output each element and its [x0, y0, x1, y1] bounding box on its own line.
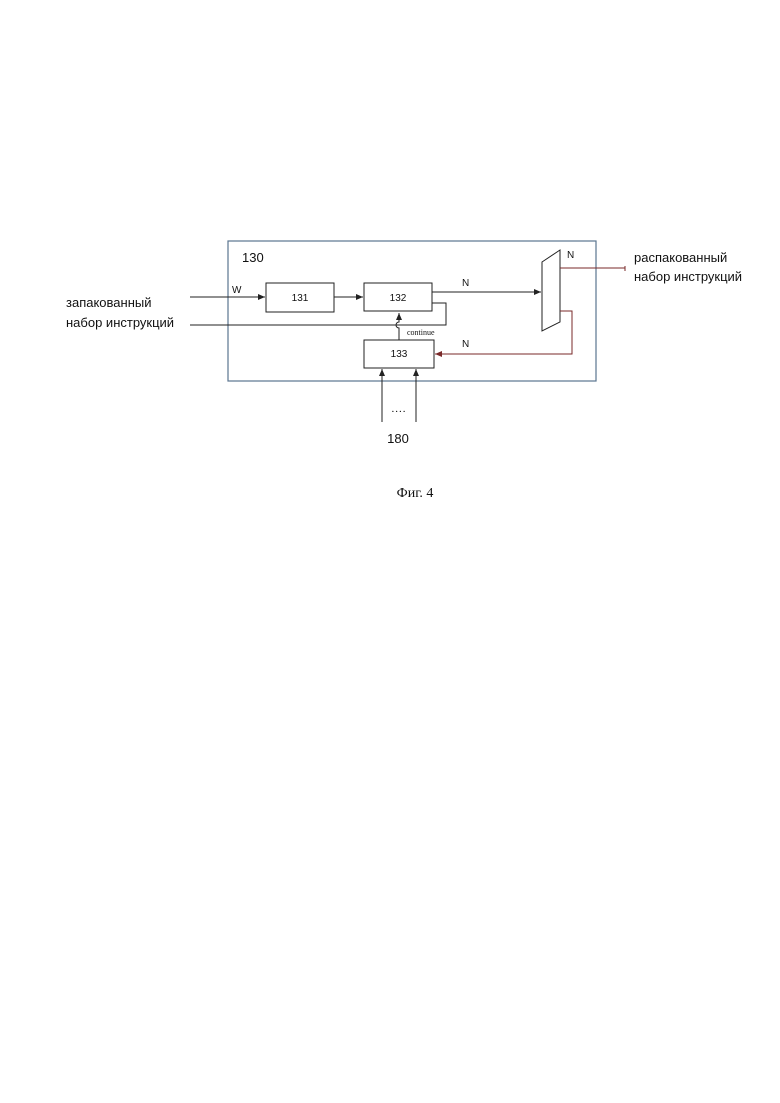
box-131-label: 131: [292, 293, 309, 304]
output-label-line2: набор инструкций: [634, 269, 742, 284]
box-133-label: 133: [391, 349, 408, 360]
signal-w-label: W: [232, 285, 242, 296]
output-label-line1: распакованный: [634, 250, 727, 265]
source-180-label: 180: [387, 431, 409, 446]
inputs-ellipsis: ....: [392, 403, 407, 415]
figure-caption: Фиг. 4: [397, 486, 434, 501]
signal-n-feedback-label: N: [462, 339, 469, 350]
block-130-label: 130: [242, 250, 264, 265]
signal-n-mux-label: N: [567, 250, 574, 261]
box-132-label: 132: [390, 293, 407, 304]
input-label-line2: набор инструкций: [66, 315, 174, 330]
arrow-133-to-132: [396, 313, 399, 340]
signal-continue-label: continue: [407, 328, 435, 337]
multiplexer: [542, 250, 560, 331]
signal-n-top-label: N: [462, 278, 469, 289]
input-label-line1: запакованный: [66, 295, 151, 310]
